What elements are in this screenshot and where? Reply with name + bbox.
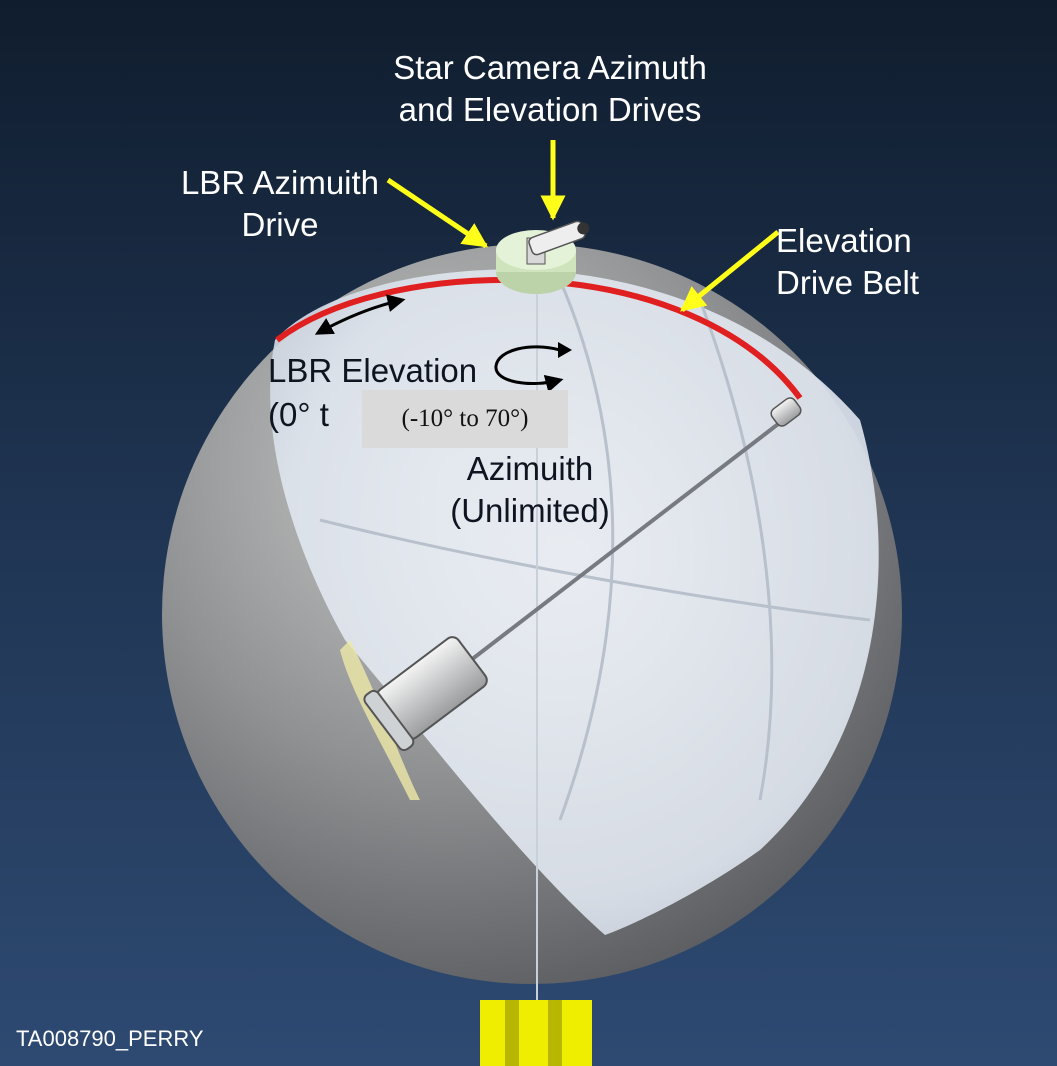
internal-structure — [319, 279, 871, 821]
lbr-elevation-label: LBR Elevation (0° t — [268, 350, 477, 436]
elevation-belt-arrow — [680, 230, 780, 312]
elevation-range-overlay: (-10° to 70°) — [362, 390, 568, 448]
azimuth-unlimited-label: Azimuith (Unlimited) — [430, 448, 630, 532]
lbr-azimuth-drive-label: LBR Azimuith Drive — [160, 162, 400, 246]
lbr-azimuth-label-line1: LBR Azimuith — [180, 164, 380, 201]
lbr-elevation-label-line1: LBR Elevation — [268, 352, 478, 389]
azimuth-label-line2: (Unlimited) — [450, 492, 610, 529]
elevation-belt-label-line1: Elevation — [776, 222, 912, 259]
telescope-tube-lower — [363, 636, 488, 752]
lbr-azimuth-label-line2: Drive — [241, 206, 319, 243]
image-id-caption: TA008790_PERRY — [16, 1026, 204, 1051]
elevation-drive-belt-label: Elevation Drive Belt — [776, 220, 986, 304]
azimuth-rotation-arrowhead-top — [558, 342, 572, 358]
star-camera-mount — [526, 220, 590, 265]
elevation-belt-label-line2: Drive Belt — [776, 264, 920, 301]
star-camera-label-line2: and Elevation Drives — [398, 91, 702, 128]
callout-arrows — [386, 140, 780, 312]
elevation-motion-arrow — [314, 294, 406, 335]
star-camera-label-line1: Star Camera Azimuth — [393, 49, 707, 86]
lbr-azimuth-arrow — [386, 177, 489, 249]
azimuth-label-line1: Azimuith — [466, 450, 594, 487]
star-camera-drives-label: Star Camera Azimuth and Elevation Drives — [330, 47, 770, 131]
support-legs — [480, 1000, 592, 1066]
telescope-tube-upper — [770, 397, 802, 427]
azimuth-rotation-arrow — [494, 345, 564, 393]
telescope-boom — [443, 416, 788, 682]
lbr-elevation-label-line2: (0° t — [268, 396, 329, 433]
